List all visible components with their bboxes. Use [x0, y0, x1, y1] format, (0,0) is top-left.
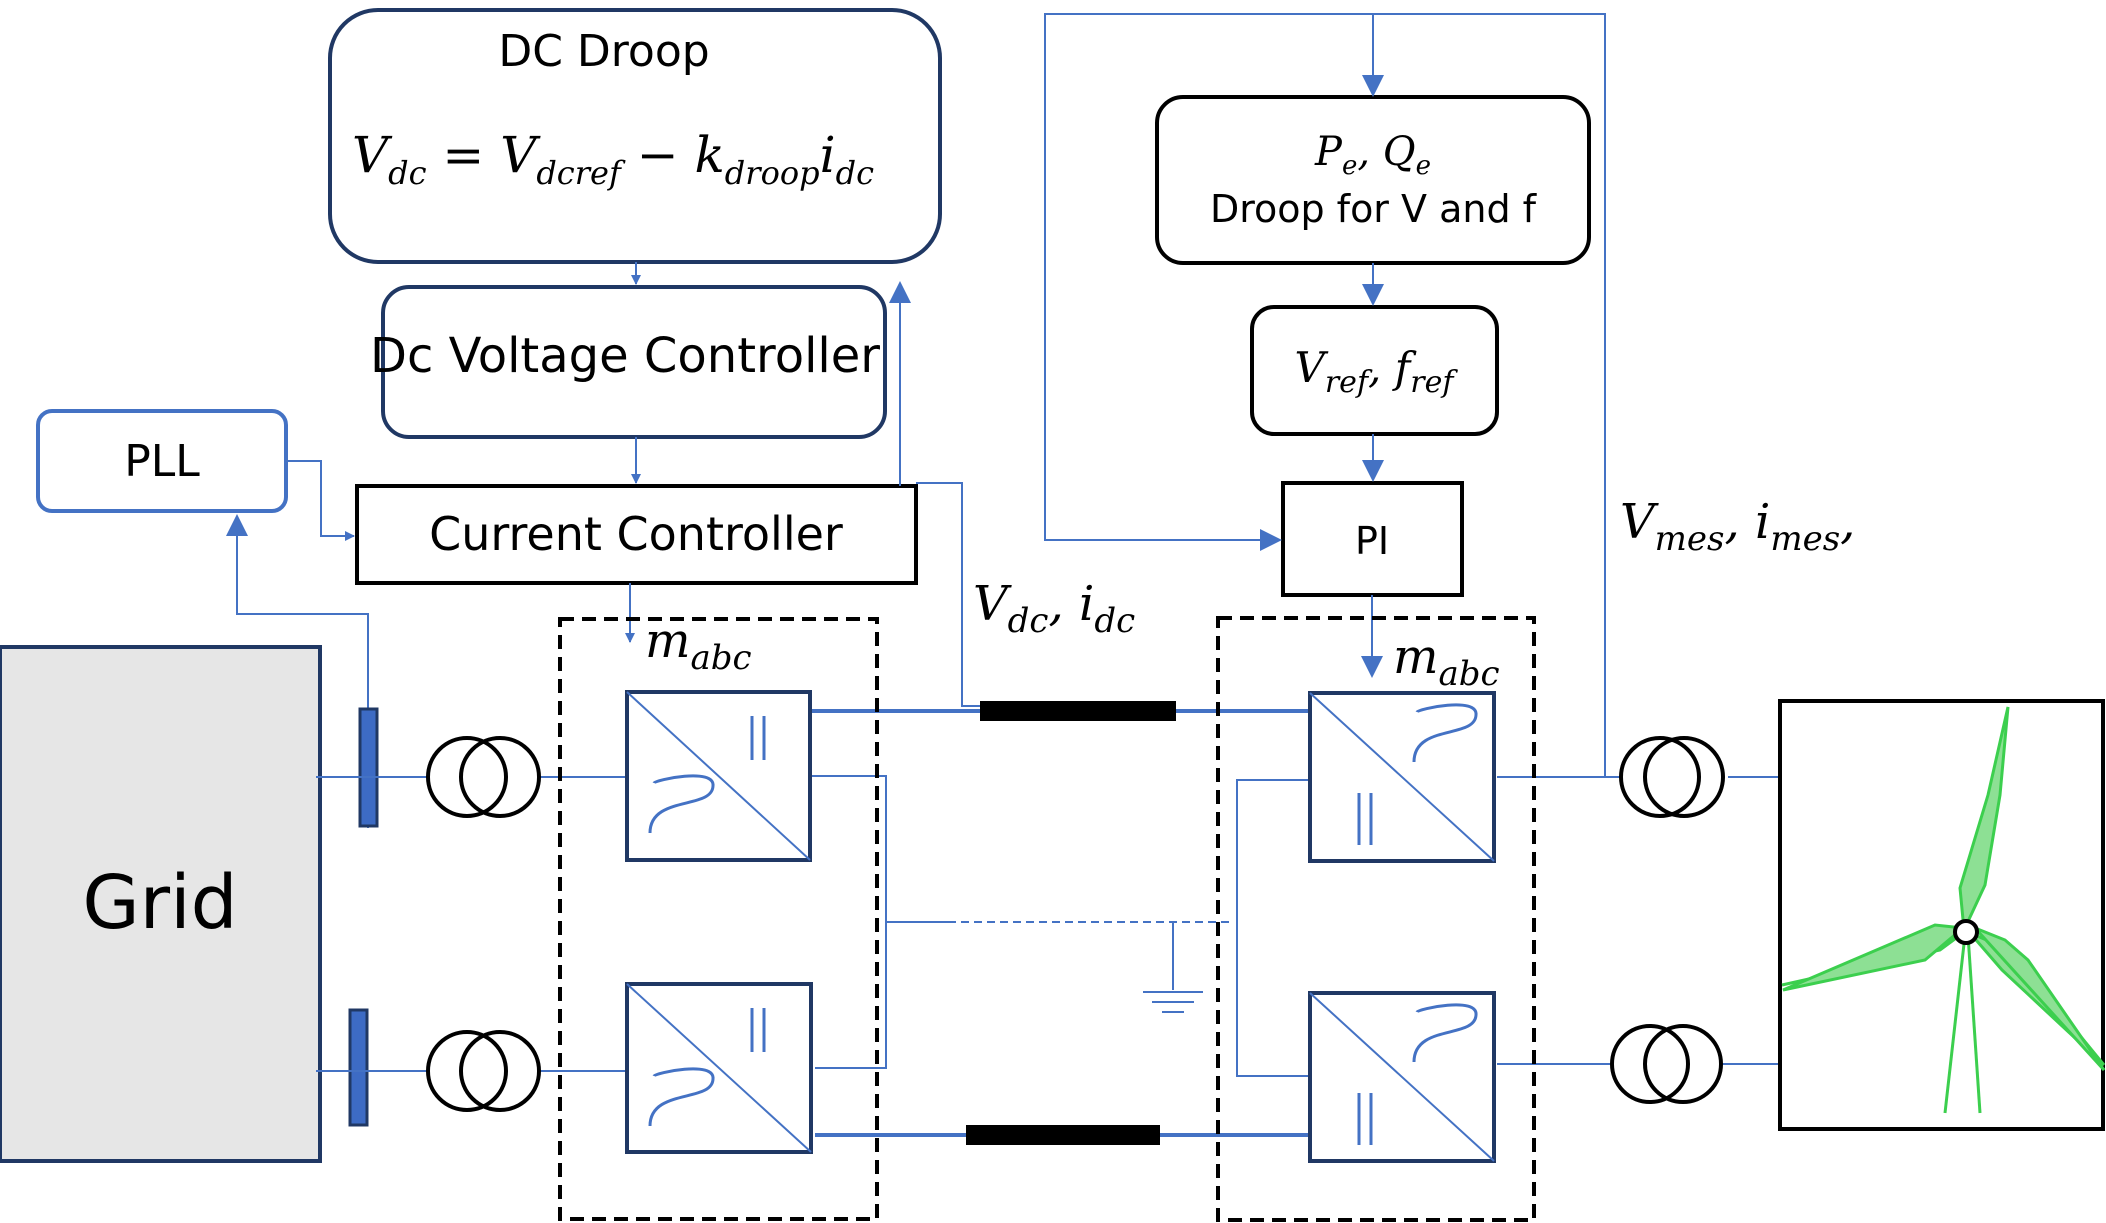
dc-droop-equation: Vdc = Vdcref − kdroopidc — [352, 126, 874, 192]
turbine-hub — [1953, 919, 1979, 945]
current-controller-label: Current Controller — [429, 507, 843, 561]
converter-icon — [625, 690, 812, 862]
converter-icon — [625, 982, 813, 1154]
current-controller-block: Current Controller — [355, 484, 918, 585]
vdc-idc-label: Vdc, idc — [973, 576, 1135, 641]
m-abc-left-label: mabc — [645, 613, 752, 678]
wind-turbine-icon — [1781, 706, 2106, 1114]
power-wiring — [316, 775, 1780, 1077]
pq-droop-variables: Pe, Qe — [1314, 129, 1431, 181]
pi-block: PI — [1281, 481, 1464, 597]
pi-label: PI — [1355, 519, 1389, 563]
pll-block: PLL — [36, 409, 288, 513]
dc-cable-bottom-segment — [966, 1125, 1160, 1145]
converter-icon — [1308, 691, 1496, 863]
transformer-icon — [1610, 1024, 1723, 1104]
transformer-icon — [1619, 736, 1725, 818]
breaker-bottom — [348, 1008, 369, 1127]
right-converter-station-frame — [1216, 616, 1536, 1222]
dc-cables — [810, 701, 1310, 1145]
dc-droop-block: DC Droop Vdc = Vdcref − kdroopidc — [328, 8, 942, 264]
breaker-top — [358, 707, 379, 828]
transformer-icon — [426, 1030, 541, 1112]
ground-icon — [1143, 991, 1203, 1013]
pll-label: PLL — [124, 436, 200, 487]
converter-icon — [1308, 991, 1496, 1163]
wind-turbine-block — [1778, 699, 2106, 1131]
vmes-imes-label: Vmes, imes, — [1620, 494, 1855, 559]
dc-cable-top-segment — [980, 701, 1176, 721]
dc-voltage-controller-label: Dc Voltage Controller — [370, 328, 880, 384]
pq-droop-label: Droop for V and f — [1210, 187, 1538, 231]
vref-fref-block: Vref, fref — [1250, 305, 1499, 436]
dc-droop-title: DC Droop — [498, 26, 709, 77]
grid-label: Grid — [82, 860, 237, 946]
left-converter-station-frame — [558, 617, 879, 1221]
m-abc-right-label: mabc — [1393, 629, 1500, 694]
grid-block: Grid — [0, 645, 322, 1163]
transformer-icon — [426, 736, 541, 818]
dc-voltage-controller-block: Dc Voltage Controller — [370, 285, 887, 439]
pq-droop-block: Pe, Qe Droop for V and f — [1155, 95, 1591, 265]
